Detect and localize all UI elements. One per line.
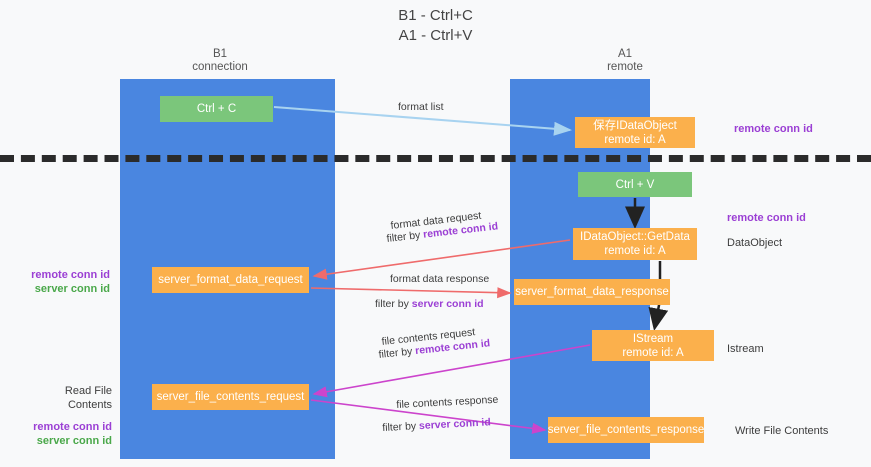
annotation-left-remote-conn-id-mid: remote conn id — [31, 269, 110, 281]
node-server-format-data-request[interactable]: server_format_data_request — [152, 267, 309, 293]
node-server-file-contents-request[interactable]: server_file_contents_request — [152, 384, 309, 410]
page-title: B1 - Ctrl+C A1 - Ctrl+V — [0, 6, 871, 46]
title-line-2: A1 - Ctrl+V — [398, 27, 473, 44]
column-header-b1-name: B1 — [212, 48, 228, 60]
title-line-1: B1 - Ctrl+C — [398, 7, 473, 24]
annotation-istream: Istream — [727, 343, 764, 355]
label-format-data-response-filter: filter by server conn id — [375, 298, 484, 311]
label-filter-prefix: filter by — [382, 420, 420, 434]
annotation-left-read-file-contents-group: Read File Contents remote conn id server… — [20, 384, 112, 448]
column-header-b1-role: connection — [192, 61, 248, 73]
phase-separator — [0, 155, 871, 162]
annotation-write-file-contents: Write File Contents — [735, 425, 829, 437]
annotation-read-file-contents: Read File Contents — [64, 385, 112, 411]
node-server-file-contents-response[interactable]: server_file_contents_response — [548, 417, 704, 443]
label-filter-prefix: filter by — [386, 228, 424, 245]
label-file-contents-response: file contents response — [396, 393, 499, 411]
node-server-file-contents-request-label: server_file_contents_request — [156, 391, 305, 403]
annotation-left-conn-ids-mid: remote conn id server conn id — [22, 268, 110, 296]
node-ctrl-v[interactable]: Ctrl + V — [578, 172, 692, 197]
label-format-list: format list — [398, 101, 444, 113]
node-save-idataobject-label: 保存IDataObject — [593, 119, 677, 132]
label-filter-prefix: filter by — [375, 298, 412, 310]
node-istream[interactable]: IStream remote id: A — [592, 330, 714, 361]
column-header-a1-name: A1 — [617, 48, 633, 60]
column-header-a1: A1 remote — [545, 48, 705, 74]
label-filter-key-server-conn-id: server conn id — [411, 298, 484, 310]
annotation-remote-conn-id-mid: remote conn id — [727, 212, 806, 224]
node-server-file-contents-response-label: server_file_contents_response — [547, 424, 705, 436]
node-server-format-data-request-label: server_format_data_request — [158, 274, 303, 286]
node-idataobject-getdata-sub: remote id: A — [604, 245, 666, 257]
node-save-idataobject[interactable]: 保存IDataObject remote id: A — [575, 117, 695, 148]
node-ctrl-c-label: Ctrl + C — [196, 103, 237, 115]
node-server-format-data-response[interactable]: server_format_data_response — [514, 279, 670, 305]
node-istream-sub: remote id: A — [622, 346, 684, 359]
node-idataobject-getdata-label: IDataObject::GetData — [580, 231, 690, 243]
annotation-left-remote-conn-id-bot: remote conn id — [33, 421, 112, 433]
node-idataobject-getdata[interactable]: IDataObject::GetData remote id: A — [573, 228, 697, 260]
node-ctrl-v-label: Ctrl + V — [615, 178, 655, 191]
annotation-dataobject: DataObject — [727, 237, 783, 249]
node-istream-label: IStream — [632, 332, 674, 345]
node-server-format-data-response-label: server_format_data_response — [515, 286, 669, 298]
column-header-b1: B1 connection — [150, 48, 290, 74]
label-filter-prefix: filter by — [378, 345, 416, 361]
label-filter-key-server-conn-id: server conn id — [418, 416, 492, 433]
column-header-a1-role: remote — [607, 61, 643, 73]
label-file-contents-response-filter: filter by server conn id — [382, 416, 491, 435]
annotation-left-server-conn-id-bot: server conn id — [36, 435, 112, 447]
arrow-format-data-response — [310, 287, 512, 299]
label-format-data-response: format data response — [390, 273, 490, 285]
node-ctrl-c[interactable]: Ctrl + C — [160, 96, 273, 122]
annotation-remote-conn-id-top: remote conn id — [734, 123, 813, 135]
node-save-idataobject-sub: remote id: A — [604, 133, 666, 146]
annotation-left-server-conn-id-mid: server conn id — [34, 283, 110, 295]
